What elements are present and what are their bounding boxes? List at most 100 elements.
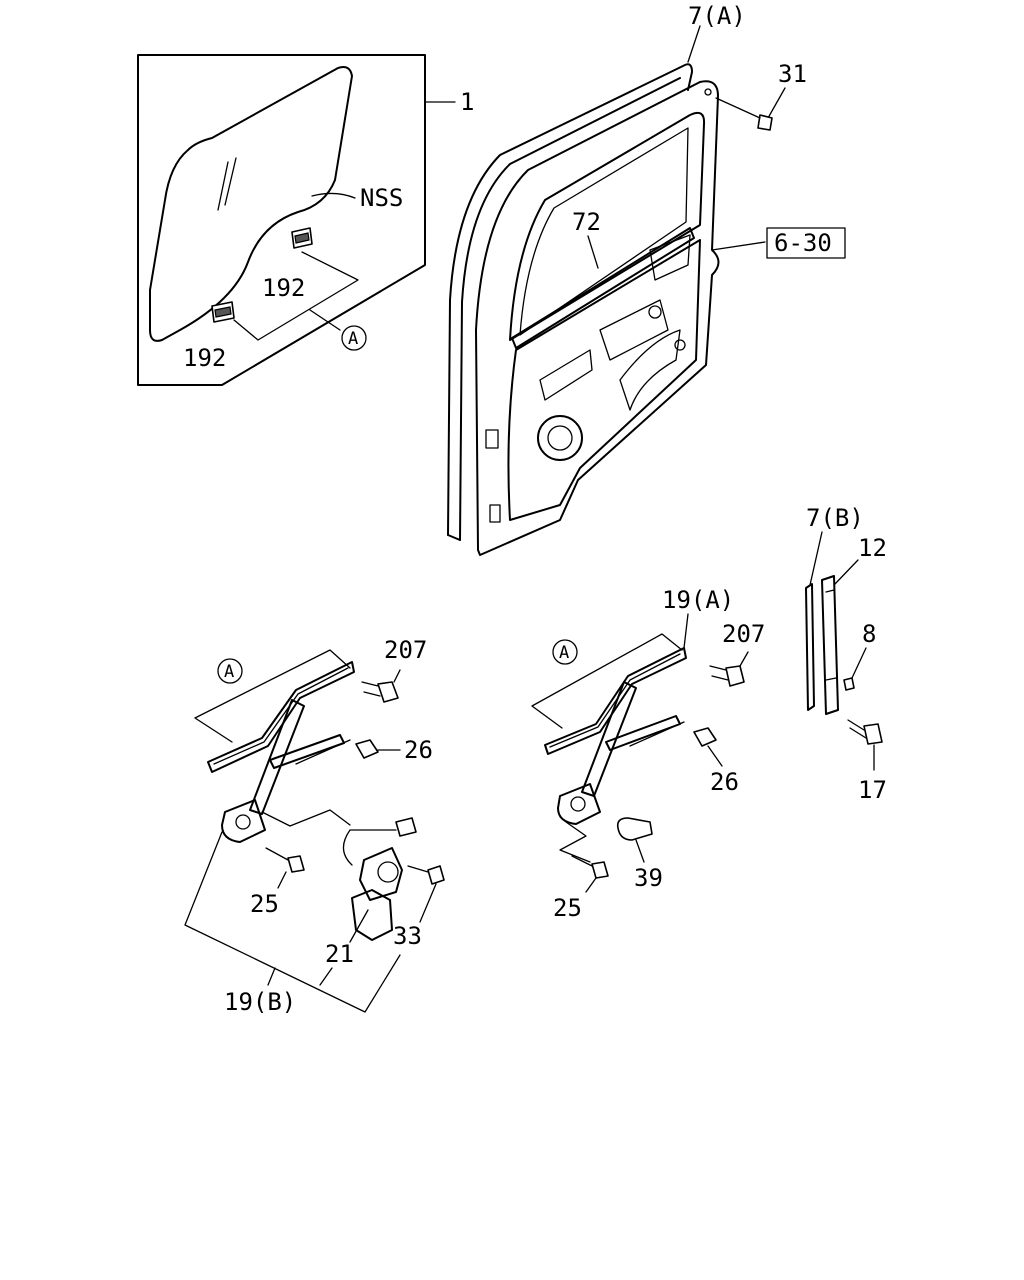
callout-right-207: 207 <box>722 620 765 648</box>
left-motor-body <box>359 847 403 901</box>
right-bolt-207-shaft <box>709 665 729 681</box>
speaker-hole-inner <box>547 425 573 451</box>
screw-31 <box>757 114 773 131</box>
left-nut-26 <box>355 739 379 759</box>
callout-left-21: 21 <box>325 940 354 968</box>
channel-group <box>805 575 883 745</box>
door-glass <box>149 66 353 342</box>
door-window-frame <box>509 111 706 341</box>
door-hole-2 <box>674 339 686 351</box>
weatherstrip-7a-inner <box>459 77 681 541</box>
left-regulator-rail <box>207 661 355 773</box>
left-ref-a-circle <box>217 658 243 684</box>
right-handle-39 <box>616 817 653 841</box>
right-ref-a-circle <box>552 639 578 665</box>
leader-12 <box>833 559 859 586</box>
door-cutout-2 <box>619 329 681 411</box>
bolt-17-shaft <box>847 719 867 739</box>
callout-nss: NSS <box>360 184 403 212</box>
glass-bracket-upper-detail <box>294 232 310 244</box>
weatherstrip-7a-end <box>447 534 461 541</box>
beltline-72 <box>511 227 695 349</box>
leader-left-21 <box>349 909 369 943</box>
right-regulator-rail <box>544 647 687 755</box>
left-regulator-gear <box>221 799 266 843</box>
leader-right-39 <box>635 839 645 863</box>
left-regulator-ref-line <box>261 809 351 827</box>
right-regulator-arm-2 <box>605 715 681 751</box>
leader-right-207 <box>739 651 749 667</box>
door-cutout-1 <box>599 299 669 361</box>
ref-a-glass-text: A <box>348 329 358 349</box>
ref-a-circle-glass <box>341 325 367 351</box>
screw-31-shaft <box>715 97 761 119</box>
callout-7a: 7(A) <box>688 2 746 30</box>
weatherstrip-7a <box>447 63 693 536</box>
leader-nss <box>311 192 356 199</box>
callout-12: 12 <box>858 534 887 562</box>
callout-31: 31 <box>778 60 807 88</box>
callout-17: 17 <box>858 776 887 804</box>
glass-reflection-2 <box>224 157 237 206</box>
leader-7a <box>687 25 701 63</box>
leader-6-30 <box>711 241 766 251</box>
leader-31 <box>767 87 786 119</box>
right-regulator-arm-3 <box>629 721 685 747</box>
left-regulator-gear-hub <box>235 814 251 830</box>
callout-right-19a: 19(A) <box>662 586 734 614</box>
left-bolt-207 <box>377 681 399 703</box>
door-cutout-4 <box>649 234 691 281</box>
callout-192-upper: 192 <box>262 274 305 302</box>
callout-right-25: 25 <box>553 894 582 922</box>
channel-12-detail <box>825 589 837 681</box>
callout-192-lower: 192 <box>183 344 226 372</box>
door-hole-1 <box>648 305 662 319</box>
left-bolt-207-shaft <box>361 681 381 697</box>
left-screw-25 <box>287 855 305 873</box>
callout-left-26: 26 <box>404 736 433 764</box>
left-regulator-rail-inner <box>213 667 349 765</box>
leader-72 <box>587 235 599 269</box>
right-bolt-207 <box>725 665 745 687</box>
door-outer <box>475 80 720 556</box>
leader-left-33 <box>419 883 437 923</box>
left-motor-wire <box>342 829 397 866</box>
right-regulator-gear-hub <box>570 796 586 812</box>
door-screw-hole <box>704 88 712 96</box>
ref-a-leader <box>233 251 359 341</box>
left-motor-gear <box>377 861 399 883</box>
channel-12 <box>821 575 839 715</box>
door-window-frame-inner <box>519 127 689 336</box>
door-cutout-3 <box>539 349 593 401</box>
callout-right-26: 26 <box>710 768 739 796</box>
callout-72: 72 <box>572 208 601 236</box>
left-screw-25-shaft <box>265 847 289 861</box>
left-19b-leader-b <box>319 967 333 986</box>
speaker-hole <box>537 415 583 461</box>
right-regulator-ref-line <box>559 821 591 863</box>
leader-7b <box>809 531 823 586</box>
leader-left-25 <box>277 871 287 889</box>
left-motor-connector <box>395 817 417 837</box>
callout-8: 8 <box>862 620 876 648</box>
right-screw-25-shaft <box>571 855 593 867</box>
bolt-8 <box>843 677 855 691</box>
callout-6-30: 6-30 <box>774 229 832 257</box>
left-19b-leader-a <box>267 967 276 986</box>
left-regulator-arm-3 <box>295 739 351 765</box>
right-regulator-rail-inner <box>549 653 681 748</box>
callout-left-25: 25 <box>250 890 279 918</box>
bolt-17-head <box>863 723 883 745</box>
left-screw-33 <box>427 865 445 885</box>
right-regulator-group <box>531 633 745 879</box>
right-ref-a-leader <box>531 633 683 729</box>
left-regulator-group <box>184 649 445 1013</box>
door-panel-inner <box>507 239 701 521</box>
left-ref-a-leader <box>194 649 351 743</box>
door-hinge-slot-2 <box>489 504 501 523</box>
door-assembly-group <box>447 63 720 556</box>
callout-7b: 7(B) <box>806 504 864 532</box>
door-hinge-slot-1 <box>485 429 499 449</box>
callout-left-207: 207 <box>384 636 427 664</box>
